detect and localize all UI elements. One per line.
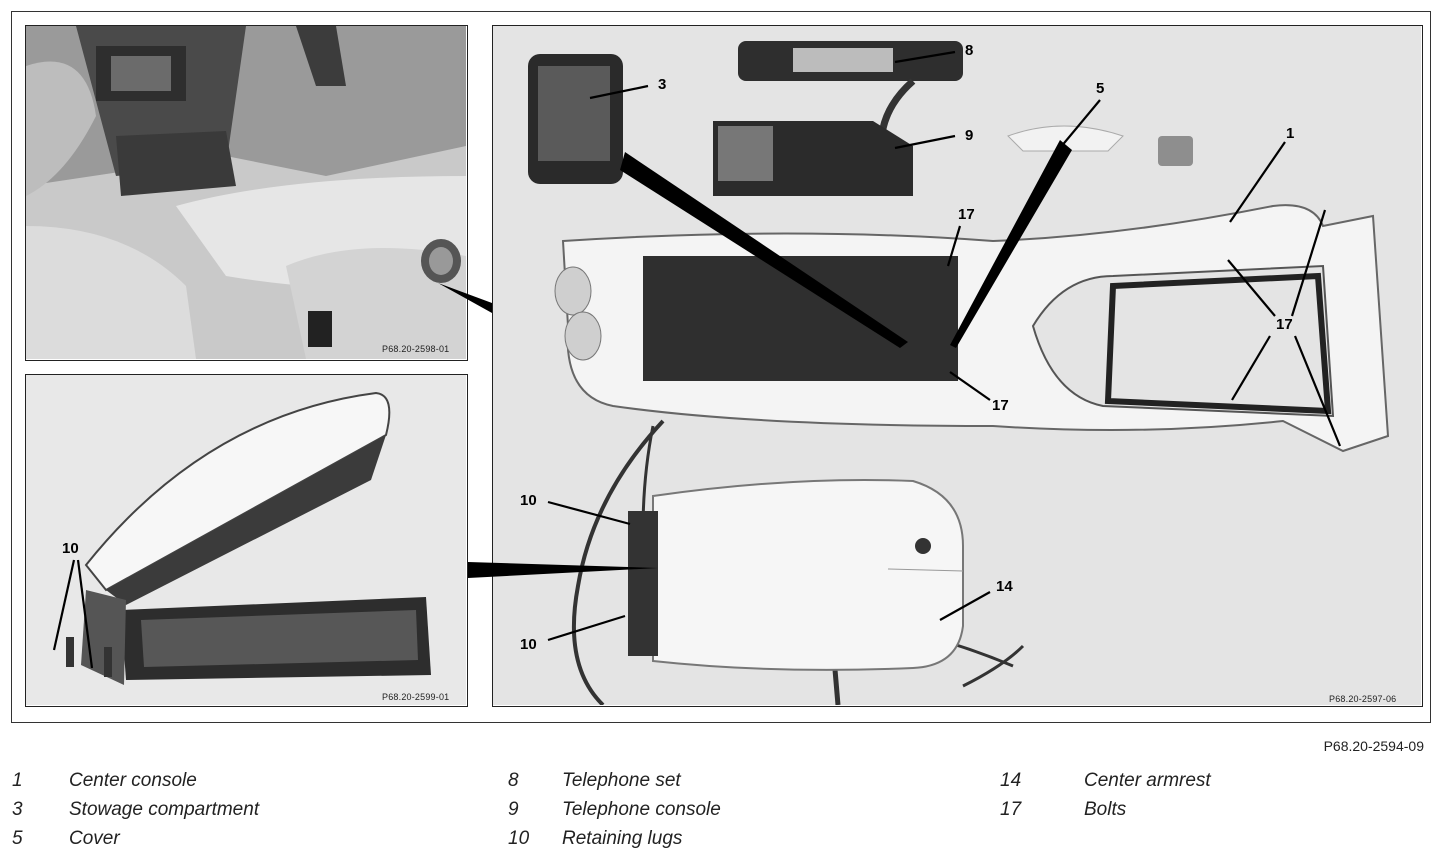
armrest-open-illustration (26, 375, 466, 705)
legend-number: 9 (508, 799, 519, 820)
legend-column-2: 8 Telephone set 9 Telephone console 10 R… (508, 770, 968, 857)
legend-number: 1 (12, 770, 23, 791)
callout-5: 5 (1096, 80, 1105, 97)
legend-item: 10 Retaining lugs (508, 828, 968, 857)
callout-10-lower: 10 (520, 636, 537, 653)
legend-label: Center armrest (1084, 770, 1211, 791)
photo-interior: P68.20-2598-01 (25, 25, 468, 361)
legend-number: 8 (508, 770, 519, 791)
legend-item: 8 Telephone set (508, 770, 968, 799)
callout-3: 3 (658, 76, 667, 93)
legend: 1 Center console 3 Stowage compartment 5… (0, 770, 1442, 858)
legend-label: Bolts (1084, 799, 1127, 820)
callout-1: 1 (1286, 125, 1295, 142)
legend-item: 14 Center armrest (1000, 770, 1420, 799)
callout-17-upper: 17 (958, 206, 975, 223)
legend-label: Stowage compartment (69, 799, 260, 820)
photo-code: P68.20-2598-01 (382, 344, 450, 354)
legend-number: 14 (1000, 770, 1022, 791)
figure-code: P68.20-2594-09 (1323, 738, 1424, 754)
interior-illustration (26, 26, 466, 359)
legend-item: 17 Bolts (1000, 799, 1420, 828)
legend-label: Telephone set (562, 770, 681, 791)
legend-label: Center console (69, 770, 197, 791)
callout-17-lower: 17 (992, 397, 1009, 414)
callout-10-upper: 10 (520, 492, 537, 509)
legend-number: 17 (1000, 799, 1022, 820)
legend-item: 3 Stowage compartment (12, 799, 472, 828)
legend-column-3: 14 Center armrest 17 Bolts (1000, 770, 1420, 828)
components-illustration (493, 26, 1421, 705)
legend-number: 10 (508, 828, 530, 849)
callout-17-right: 17 (1276, 316, 1293, 333)
photo-code: P68.20-2599-01 (382, 692, 450, 702)
callout-8: 8 (965, 42, 974, 59)
legend-column-1: 1 Center console 3 Stowage compartment 5… (12, 770, 472, 857)
legend-item: 9 Telephone console (508, 799, 968, 828)
callout-10-left: 10 (62, 540, 79, 557)
photo-components: P68.20-2597-06 (492, 25, 1423, 707)
legend-item: 5 Cover (12, 828, 472, 857)
callout-14: 14 (996, 578, 1013, 595)
legend-number: 3 (12, 799, 23, 820)
legend-label: Retaining lugs (562, 828, 683, 849)
legend-item: 1 Center console (12, 770, 472, 799)
callout-9: 9 (965, 127, 974, 144)
legend-number: 5 (12, 828, 23, 849)
photo-armrest-open: P68.20-2599-01 (25, 374, 468, 707)
legend-label: Cover (69, 828, 120, 849)
photo-code: P68.20-2597-06 (1329, 694, 1397, 704)
legend-label: Telephone console (562, 799, 721, 820)
